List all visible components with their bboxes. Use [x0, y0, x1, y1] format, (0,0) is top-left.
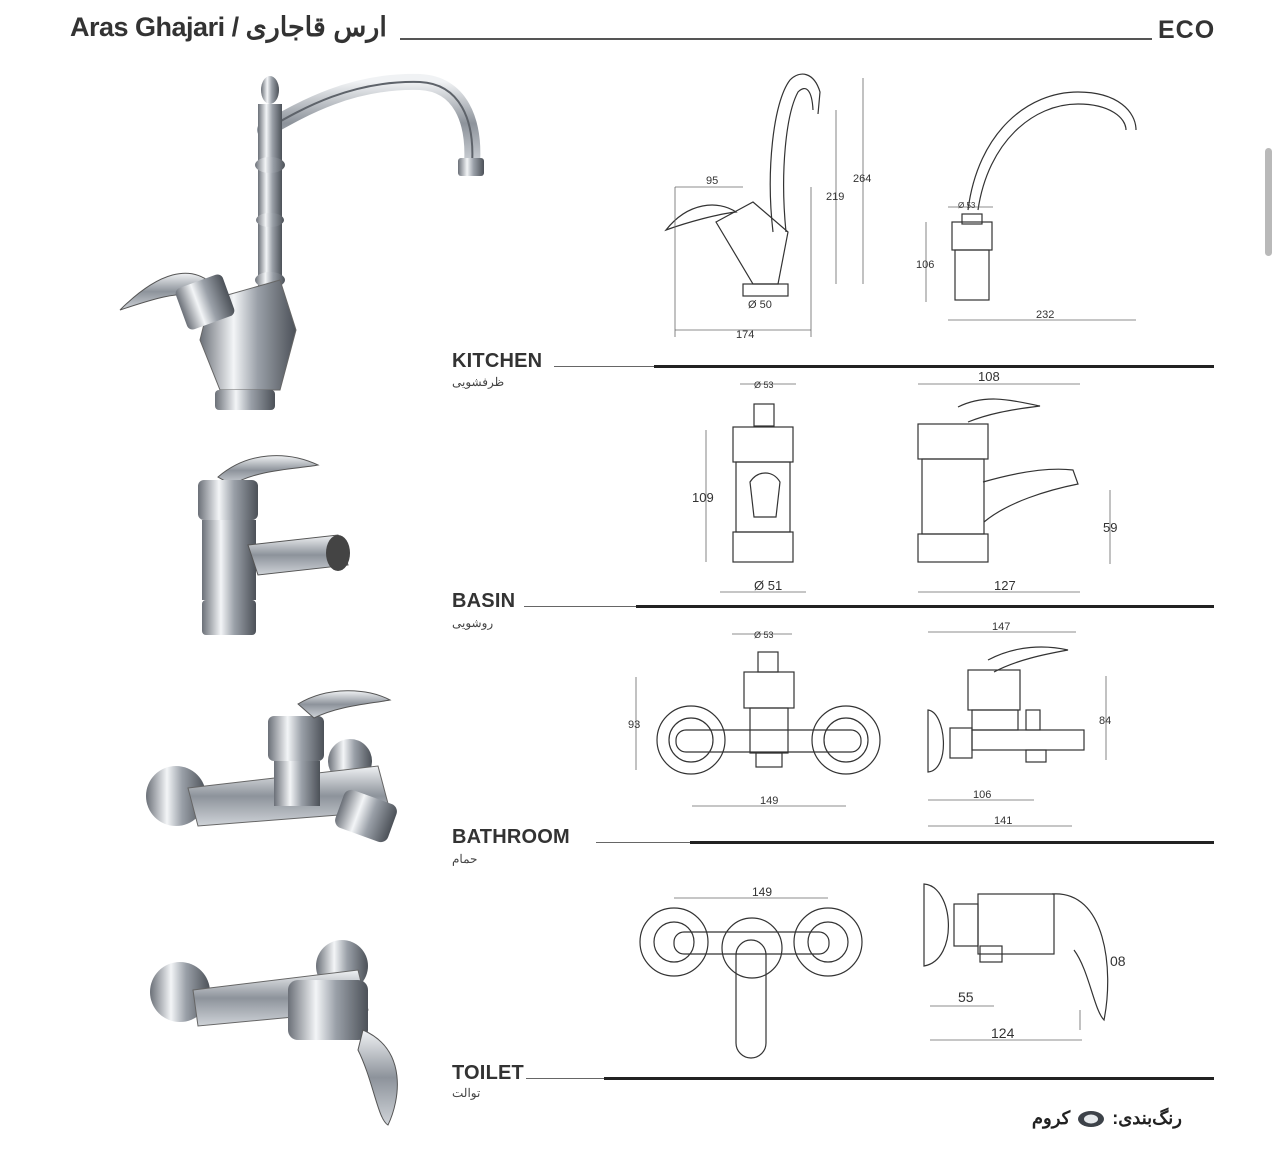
section-rule-kitchen-bold: [654, 365, 1214, 368]
section-rule-basin-bold: [636, 605, 1214, 608]
dim-kitchen-d50: Ø 50: [748, 299, 772, 311]
dim-basin-127: 127: [994, 578, 1016, 593]
header-rule: [400, 38, 1152, 40]
dim-toilet-149: 149: [752, 885, 772, 899]
section-rule-bathroom: [596, 842, 690, 843]
dim-basin-59: 59: [1103, 520, 1117, 535]
section-sublabel-toilet: توالت: [452, 1086, 481, 1100]
series-label: ECO: [1158, 16, 1216, 44]
dim-kitchen-106: 106: [916, 259, 934, 271]
dim-toilet-124: 124: [991, 1025, 1015, 1041]
dim-bath-d53: Ø 53: [754, 630, 774, 640]
section-sublabel-kitchen: ظرفشویی: [452, 375, 505, 389]
section-rule-kitchen: [554, 366, 654, 367]
section-rule-bathroom-bold: [690, 841, 1214, 844]
scrollbar-thumb[interactable]: [1265, 148, 1272, 256]
product-title: Aras Ghajari / ارس قاجاری: [70, 12, 387, 42]
dim-bath-84: 84: [1099, 715, 1111, 727]
toilet-faucet-photo: [150, 940, 398, 1126]
section-rule-toilet-bold: [604, 1077, 1214, 1080]
dim-kitchen-219: 219: [826, 191, 844, 203]
dim-bath-149: 149: [760, 795, 778, 807]
dim-basin-d53: Ø 53: [754, 380, 774, 390]
kitchen-technical-drawing: 95 219 264 Ø 50 174 Ø 53 106 232: [664, 73, 1137, 341]
dim-basin-109: 109: [692, 490, 714, 505]
dim-bath-106: 106: [973, 789, 991, 801]
chrome-swatch-icon: [1078, 1110, 1105, 1127]
basin-technical-drawing: Ø 53 109 Ø 51 108 59 127: [692, 372, 1117, 593]
section-sublabel-bathroom: حمام: [452, 852, 478, 866]
section-rule-toilet: [526, 1078, 604, 1079]
dim-toilet-08: 08: [1110, 953, 1126, 969]
dim-bath-93: 93: [628, 719, 640, 731]
dim-toilet-55: 55: [958, 989, 974, 1005]
dim-kitchen-95: 95: [706, 175, 718, 187]
dim-kitchen-d53: Ø 53: [958, 201, 976, 210]
bathroom-technical-drawing: Ø 53 93 149 147 84 106 141: [628, 621, 1111, 827]
basin-faucet-photo: [198, 455, 350, 635]
dim-bath-141: 141: [994, 815, 1012, 827]
finish-legend: رنگ‌بندی: کروم: [1032, 1108, 1182, 1129]
scrollbar-track[interactable]: [1256, 0, 1284, 1152]
legend-label: رنگ‌بندی:: [1112, 1108, 1182, 1128]
section-label-kitchen: KITCHEN: [452, 350, 543, 372]
section-label-basin: BASIN: [452, 590, 516, 612]
legend-finish: کروم: [1031, 1108, 1071, 1128]
dim-basin-d51: Ø 51: [754, 578, 782, 593]
dim-kitchen-232: 232: [1036, 309, 1054, 321]
section-label-toilet: TOILET: [452, 1062, 524, 1084]
section-sublabel-basin: روشویی: [452, 616, 494, 630]
dim-basin-108: 108: [978, 372, 1000, 384]
dim-kitchen-174: 174: [736, 329, 754, 341]
dim-kitchen-264: 264: [853, 173, 871, 185]
section-rule-basin: [524, 606, 636, 607]
section-label-bathroom: BATHROOM: [452, 826, 570, 848]
kitchen-faucet-photo: [119, 73, 484, 410]
bathroom-faucet-photo: [146, 690, 397, 843]
toilet-technical-drawing: 149 08 55 124: [639, 883, 1126, 1059]
dim-bath-147: 147: [992, 621, 1010, 633]
catalog-page: Aras Ghajari / ارس قاجاری ECO: [8, 0, 1252, 1152]
